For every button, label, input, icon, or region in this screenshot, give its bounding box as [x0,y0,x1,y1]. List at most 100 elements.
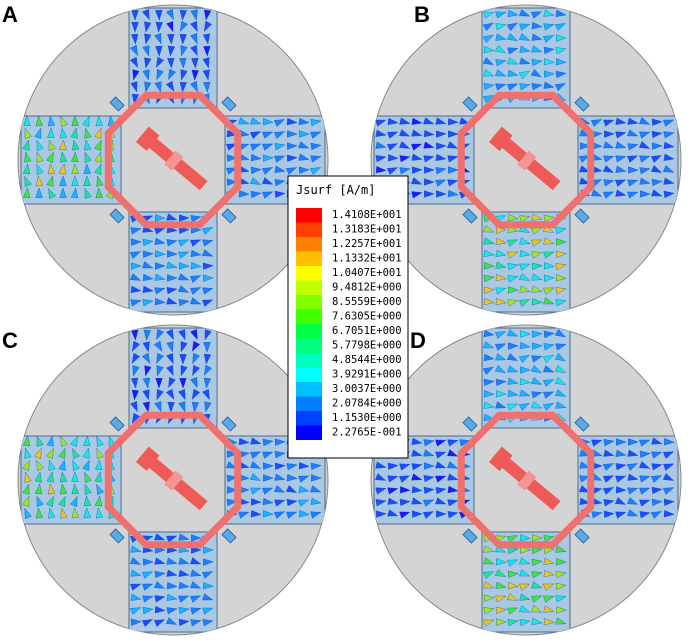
current-arrow [423,499,435,507]
current-arrow [226,461,238,469]
current-arrow [447,179,459,187]
current-arrow [508,342,519,350]
current-arrow [47,483,56,495]
current-arrow [48,459,56,471]
current-arrow [250,437,262,445]
current-arrow [495,297,507,305]
current-arrow [84,127,92,139]
current-arrow [531,571,543,579]
current-arrow [616,438,627,446]
legend-value: 2.2765E-001 [332,427,402,439]
current-arrow [274,131,286,139]
current-arrow [250,154,262,162]
current-arrow [459,439,471,447]
current-arrow [483,11,495,19]
current-arrow [178,581,190,590]
current-arrow [482,22,494,32]
current-arrow [130,569,142,577]
current-arrow [178,401,186,413]
current-arrow [603,475,615,483]
current-arrow [130,299,142,307]
current-arrow [483,297,495,306]
current-arrow [179,57,187,69]
current-arrow [375,510,387,518]
current-arrow [447,118,459,126]
current-arrow [543,46,555,55]
current-arrow [83,507,91,519]
feed-line [135,126,208,191]
current-arrow [507,607,519,615]
current-arrow [36,435,44,447]
current-arrow [142,45,150,57]
panel-label-b: B [414,2,430,27]
current-arrow [483,237,495,245]
current-arrow [496,390,507,398]
current-arrow [411,437,423,445]
current-arrow [556,606,567,614]
current-arrow [375,165,387,174]
current-arrow [531,262,543,270]
current-arrow [435,117,447,125]
current-arrow [556,238,567,246]
current-arrow [447,141,459,149]
current-arrow [130,238,142,246]
legend-value: 8.5559E+000 [332,296,402,308]
current-arrow [155,262,166,270]
current-arrow [24,151,32,163]
current-arrow [663,487,675,495]
current-arrow [310,131,322,139]
current-arrow [202,299,214,307]
current-arrow [249,461,262,469]
current-arrow [483,262,495,270]
current-arrow [287,142,298,150]
current-arrow [543,237,555,245]
current-arrow [167,274,178,282]
current-arrow [555,287,567,295]
coupler [462,416,478,432]
current-arrow [399,498,411,506]
current-arrow [191,546,202,554]
current-arrow [495,33,507,41]
current-arrow [483,286,495,294]
current-arrow [628,166,639,174]
current-arrow [190,557,202,565]
current-arrow [274,473,286,481]
current-arrow [447,449,459,457]
current-arrow [554,328,566,338]
current-arrow [192,353,200,365]
current-arrow [59,151,68,163]
current-arrow [423,129,435,138]
current-arrow [71,163,79,175]
current-arrow [519,593,531,601]
current-arrow [47,127,55,138]
current-arrow [555,545,567,553]
current-arrow [166,239,178,247]
current-arrow [59,175,67,186]
current-arrow [166,8,174,21]
current-arrow [543,23,555,31]
current-arrow [142,273,154,282]
coupler [574,416,590,432]
current-arrow [59,187,67,198]
current-arrow [519,557,531,565]
current-arrow [273,119,286,127]
current-arrow [202,287,214,295]
current-arrow [519,534,531,542]
current-arrow [519,263,531,271]
current-arrow [190,45,198,57]
current-arrow [482,57,494,66]
current-arrow [141,619,154,627]
current-arrow [518,402,530,411]
current-arrow [142,285,154,293]
current-arrow [506,33,518,42]
current-arrow [542,355,554,363]
current-arrow [615,131,627,139]
current-arrow [59,139,67,151]
current-arrow [154,33,162,45]
current-arrow [615,449,627,457]
current-arrow [262,143,274,151]
current-arrow [23,163,31,175]
current-arrow [180,365,188,377]
current-arrow [375,119,387,127]
current-arrow [191,388,201,400]
